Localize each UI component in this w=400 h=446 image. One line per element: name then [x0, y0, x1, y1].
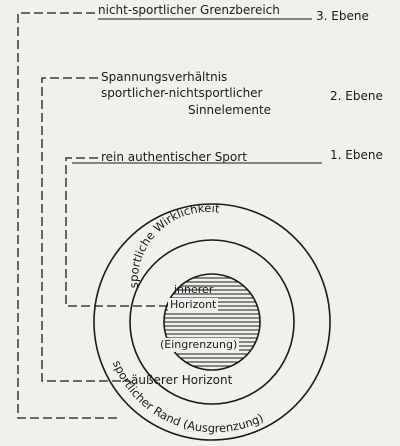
level-2-text-line-2: sportlicher-nichtsportlicher: [101, 86, 263, 100]
level-3-ebene: 3. Ebene: [316, 9, 369, 23]
bracket-level-3: [17, 12, 120, 419]
inner-label-1: innerer: [174, 283, 214, 296]
bracket-level-2: [41, 77, 130, 382]
outer-circle: [93, 203, 331, 441]
level-1-ebene: 1. Ebene: [330, 148, 383, 162]
level-3-text: nicht-sportlicher Grenzbereich: [98, 3, 280, 17]
bracket-level-1: [65, 157, 166, 307]
inner-label-2: Horizont: [168, 298, 219, 312]
level-2-ebene: 2. Ebene: [330, 89, 383, 103]
middle-circle: [129, 239, 295, 405]
level-2-text-line-3: Sinnelemente: [188, 103, 272, 117]
level-2-text-line-1: Spannungsverhältnis: [101, 70, 228, 84]
inner-label-3: (Eingrenzung): [158, 338, 240, 352]
outer-horizon-label: äußerer Horizont: [131, 373, 233, 387]
outer-ring-label: sportlicher Rand (Ausgrenzung): [110, 358, 266, 435]
level-1-text: rein authentischer Sport: [101, 150, 247, 164]
